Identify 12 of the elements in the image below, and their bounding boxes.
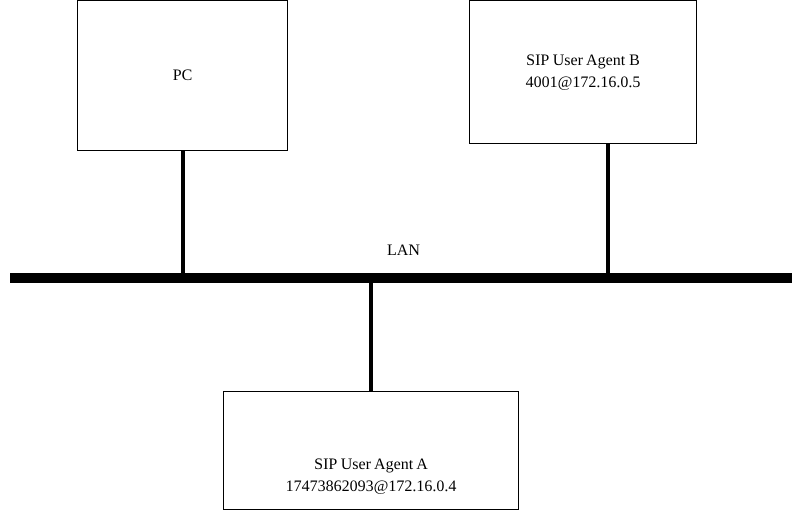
device-address: 4001@172.16.0.5 xyxy=(526,73,640,93)
device-box xyxy=(223,391,519,510)
network-link xyxy=(181,151,185,273)
device-address: 17473862093@172.16.0.4 xyxy=(286,477,456,497)
device-name: PC xyxy=(172,66,192,86)
device-name: SIP User Agent A xyxy=(314,455,428,475)
network-link xyxy=(606,144,610,273)
device-box xyxy=(77,0,288,151)
device-box xyxy=(469,0,697,144)
device-name: SIP User Agent B xyxy=(526,51,640,71)
network-link xyxy=(369,283,373,391)
network-label: LAN xyxy=(387,241,420,261)
